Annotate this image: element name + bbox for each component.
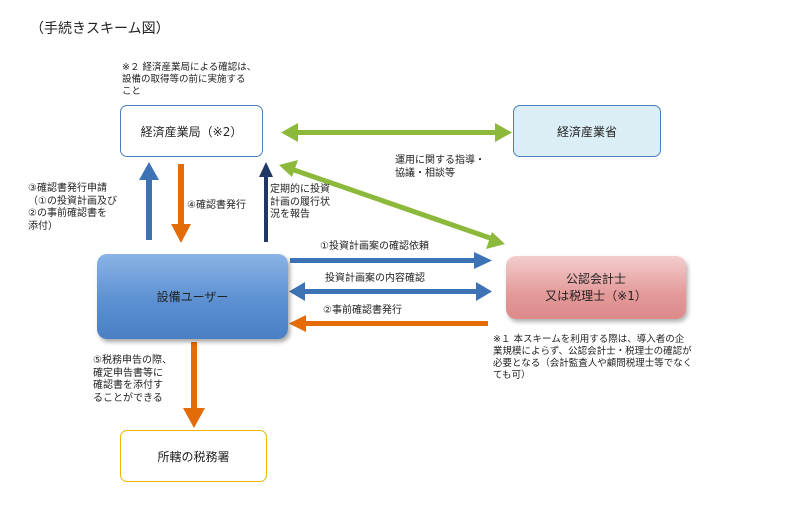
arrow-prior-issue: [289, 315, 488, 332]
arrow-issue: [171, 164, 191, 243]
user-box: 設備ユーザー: [97, 254, 288, 339]
request-check-label: ①投資計画案の確認依頼: [320, 241, 429, 252]
issue-confirmation-label: ④確認書発行: [187, 200, 246, 211]
meti-bureau-box: 経済産業局（※2）: [120, 105, 263, 157]
tax-office-label: 所轄の税務署: [157, 449, 230, 464]
note-2: ※２ 経済産業局による確認は、 設備の取得等の前に実施する こと: [122, 62, 257, 97]
user-label: 設備ユーザー: [156, 290, 229, 304]
tax-filing-label: ⑤税務申告の際、 確定申告書等に 確認書を添付す ることができる: [93, 355, 172, 404]
arrow-guidance: [281, 123, 512, 142]
arrow-report: [259, 162, 273, 242]
prior-issue-label: ②事前確認書発行: [323, 305, 402, 316]
meti-bureau-label: 経済産業局（※2）: [140, 124, 243, 139]
arrow-apply: [139, 162, 159, 240]
arrow-request: [290, 252, 492, 269]
meti-box: 経済産業省: [513, 105, 661, 157]
note-1: ※１ 本スキームを利用する際は、導入者の企 業規模によらず、公認会計士・税理士の…: [493, 334, 693, 381]
page-title: （手続きスキーム図）: [30, 21, 170, 37]
accountant-label-line2: 又は税理士（※1）: [545, 288, 647, 303]
periodic-report-label: 定期的に投資 計画の履行状 況を報告: [270, 184, 330, 220]
guidance-label: 運用に関する指導・ 協議・相談等: [395, 155, 485, 179]
tax-office-box: 所轄の税務署: [120, 430, 267, 482]
arrow-bureau-accountant: [279, 160, 505, 249]
accountant-box: 公認会計士 又は税理士（※1）: [506, 256, 686, 319]
arrow-content-check: [289, 282, 492, 301]
arrow-tax-filing: [183, 342, 205, 428]
apply-label: ③確認書発行申請 （①の投資計画及び ②の事前確認書を 添付）: [28, 183, 117, 232]
accountant-label-line1: 公認会計士: [565, 271, 626, 286]
meti-label: 経済産業省: [556, 124, 617, 139]
content-check-label: 投資計画案の内容確認: [325, 273, 425, 284]
